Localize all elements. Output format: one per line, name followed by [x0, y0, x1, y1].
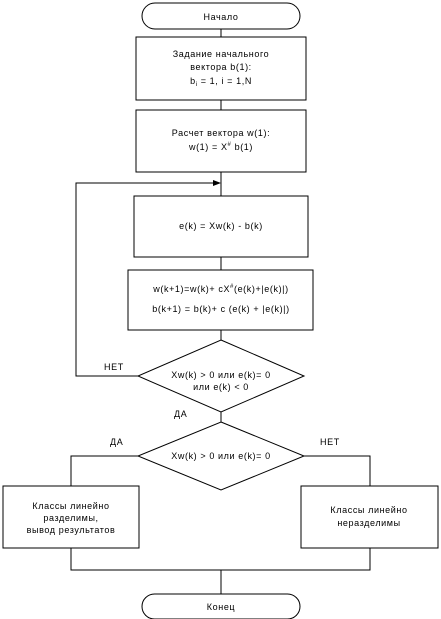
nonseparable-line-2: неразделимы: [337, 518, 400, 528]
init-line-3: bi = 1, i = 1,N: [190, 76, 252, 88]
decision-1-line-1: Xw(k) > 0 или e(k)= 0: [171, 370, 270, 380]
merge-connector: [70, 548, 371, 571]
update-line-2: b(k+1) = b(k)+ c (e(k) + |e(k)|): [152, 304, 289, 314]
init-line-2: вектора b(1):: [190, 62, 252, 72]
separable-line-3: вывод результатов: [27, 525, 116, 535]
calc-w-line-1: Расчет вектора w(1):: [172, 128, 270, 138]
yes-branch-connector: [70, 455, 138, 486]
error-line-1: e(k) = Xw(k) - b(k): [179, 221, 263, 231]
decision-2-line-1: Xw(k) > 0 или e(k)= 0: [171, 451, 270, 461]
no-branch-connector: [304, 455, 371, 486]
separable-line-1: Классы линейно: [32, 501, 109, 511]
calc-w-block: Расчет вектора w(1): w(1) = X# b(1): [135, 109, 307, 173]
update-line-1: w(k+1)=w(k)+ cX#(e(k)+|e(k)|): [152, 284, 288, 294]
result-nonseparable-block: Классы линейно неразделимы: [300, 485, 439, 549]
loop-back-connector: [75, 180, 221, 377]
decision-2-yes-label: ДА: [110, 437, 123, 447]
end-label: Конец: [207, 602, 235, 612]
decision-2: Xw(k) > 0 или e(k)= 0: [136, 421, 306, 491]
decision-1: Xw(k) > 0 или e(k)= 0 или e(k) < 0: [136, 339, 306, 413]
start-label: Начало: [204, 12, 239, 22]
decision-2-no-label: НЕТ: [320, 437, 340, 447]
separable-line-2: разделимы,: [43, 513, 98, 523]
error-block: e(k) = Xw(k) - b(k): [133, 195, 309, 258]
decision-1-no-label: НЕТ: [104, 362, 124, 372]
decision-1-line-2: или e(k) < 0: [193, 382, 249, 392]
result-separable-block: Классы линейно разделимы, вывод результа…: [2, 485, 140, 549]
update-block: w(k+1)=w(k)+ cX#(e(k)+|e(k)|) b(k+1) = b…: [127, 269, 314, 331]
init-line-1: Задание начального: [173, 49, 269, 59]
nonseparable-line-1: Классы линейно: [330, 505, 407, 515]
loop-arrowhead: [213, 180, 221, 186]
init-vector-block: Задание начального вектора b(1): bi = 1,…: [135, 36, 307, 101]
decision-1-yes-label: ДА: [174, 409, 187, 419]
calc-w-line-2: w(1) = X# b(1): [188, 142, 253, 152]
end-terminator: Конец: [141, 593, 301, 619]
start-terminator: Начало: [141, 2, 301, 30]
